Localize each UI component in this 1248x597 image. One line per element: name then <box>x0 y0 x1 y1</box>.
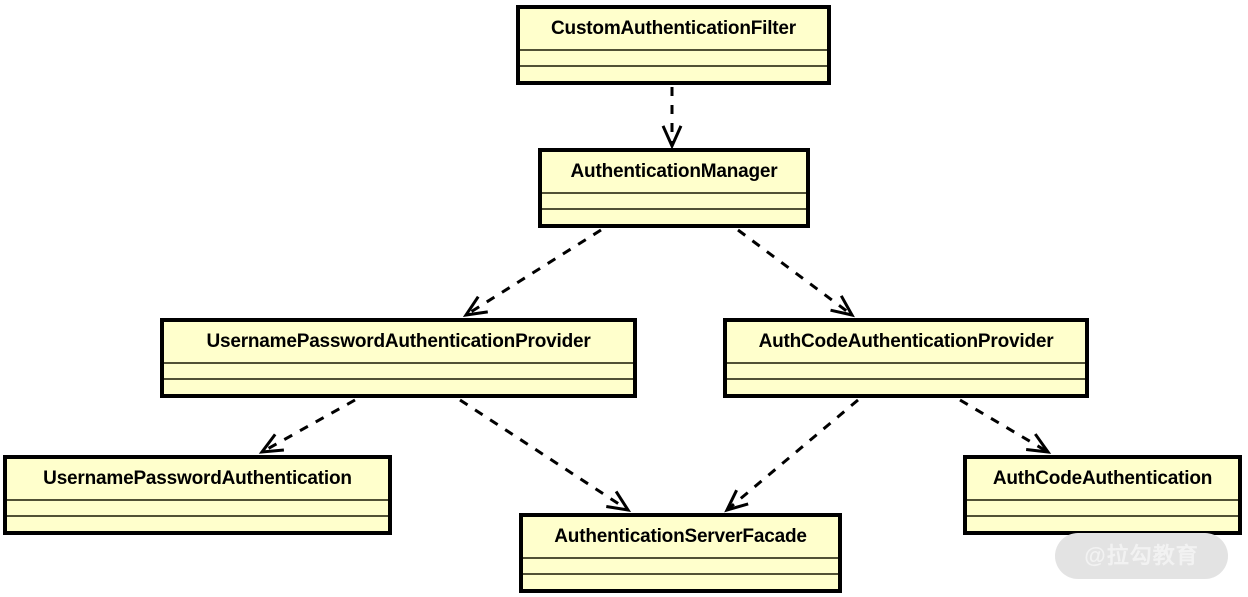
uml-attributes-compartment <box>523 559 838 573</box>
uml-class-custom-authentication-filter[interactable]: CustomAuthenticationFilter <box>516 5 831 85</box>
uml-operations-compartment <box>727 380 1085 394</box>
uml-class-authentication-server-facade[interactable]: AuthenticationServerFacade <box>519 513 842 593</box>
uml-compartment-divider <box>967 515 1238 517</box>
uml-class-username-password-authentication[interactable]: UsernamePasswordAuthentication <box>3 455 392 535</box>
dependency-edge-edge-authcode-provider-to-facade <box>724 398 859 513</box>
uml-attributes-compartment <box>520 51 827 65</box>
uml-class-auth-code-authentication[interactable]: AuthCodeAuthentication <box>963 455 1242 535</box>
uml-compartment-divider <box>523 557 838 559</box>
uml-compartment-divider <box>7 499 388 501</box>
uml-class-name: UsernamePasswordAuthentication <box>43 468 352 489</box>
uml-class-name: AuthenticationServerFacade <box>554 526 807 547</box>
edge-arrowhead <box>724 489 749 513</box>
uml-operations-compartment <box>7 517 388 531</box>
dependency-edge-edge-filter-to-manager <box>661 87 683 150</box>
uml-compartment-divider <box>523 573 838 575</box>
dependency-edge-edge-manager-to-authcode-provider <box>737 228 855 318</box>
uml-compartment-divider <box>542 192 806 194</box>
uml-compartment-divider <box>727 362 1085 364</box>
uml-compartment-divider <box>542 208 806 210</box>
uml-class-name: AuthCodeAuthentication <box>992 468 1213 489</box>
uml-operations-compartment <box>164 380 633 394</box>
uml-attributes-compartment <box>542 194 806 208</box>
edge-arrowhead <box>258 433 285 454</box>
uml-operations-compartment <box>967 517 1238 531</box>
uml-compartment-divider <box>520 49 827 51</box>
uml-operations-compartment <box>520 67 827 81</box>
edge-line <box>459 398 629 512</box>
uml-attributes-compartment <box>7 501 388 515</box>
uml-compartment-divider <box>164 362 633 364</box>
dependency-edge-edge-authcode-provider-to-authcode-authentication <box>959 398 1052 454</box>
edge-line <box>465 228 602 317</box>
uml-compartment-divider <box>164 378 633 380</box>
uml-compartment-divider <box>967 499 1238 501</box>
uml-compartment-divider <box>520 65 827 67</box>
uml-class-username-password-authentication-provider[interactable]: UsernamePasswordAuthenticationProvider <box>160 318 637 398</box>
edge-line <box>726 398 859 512</box>
dependency-edge-edge-username-provider-to-facade <box>459 398 632 513</box>
uml-operations-compartment <box>523 575 838 589</box>
edge-arrowhead <box>661 125 683 150</box>
edge-line <box>959 398 1049 454</box>
uml-class-name: AuthenticationManager <box>570 161 778 182</box>
edge-arrowhead <box>1025 433 1052 454</box>
dependency-edge-edge-manager-to-username-provider <box>462 228 602 317</box>
edge-line <box>737 228 853 317</box>
edge-line <box>261 398 356 454</box>
uml-class-authentication-manager[interactable]: AuthenticationManager <box>538 148 810 228</box>
uml-class-auth-code-authentication-provider[interactable]: AuthCodeAuthenticationProvider <box>723 318 1089 398</box>
uml-compartment-divider <box>727 378 1085 380</box>
uml-attributes-compartment <box>727 364 1085 378</box>
uml-class-name: AuthCodeAuthenticationProvider <box>758 331 1054 352</box>
edge-arrowhead <box>606 490 632 513</box>
uml-compartment-divider <box>7 515 388 517</box>
edge-arrowhead <box>462 295 488 317</box>
uml-attributes-compartment <box>967 501 1238 515</box>
edge-arrowhead <box>830 295 855 318</box>
watermark-lagou-education: @拉勾教育 <box>1055 533 1228 579</box>
uml-class-name: UsernamePasswordAuthenticationProvider <box>206 331 591 352</box>
uml-class-name: CustomAuthenticationFilter <box>551 18 796 39</box>
dependency-edge-edge-username-provider-to-username-authentication <box>258 398 356 454</box>
uml-operations-compartment <box>542 210 806 224</box>
uml-attributes-compartment <box>164 364 633 378</box>
